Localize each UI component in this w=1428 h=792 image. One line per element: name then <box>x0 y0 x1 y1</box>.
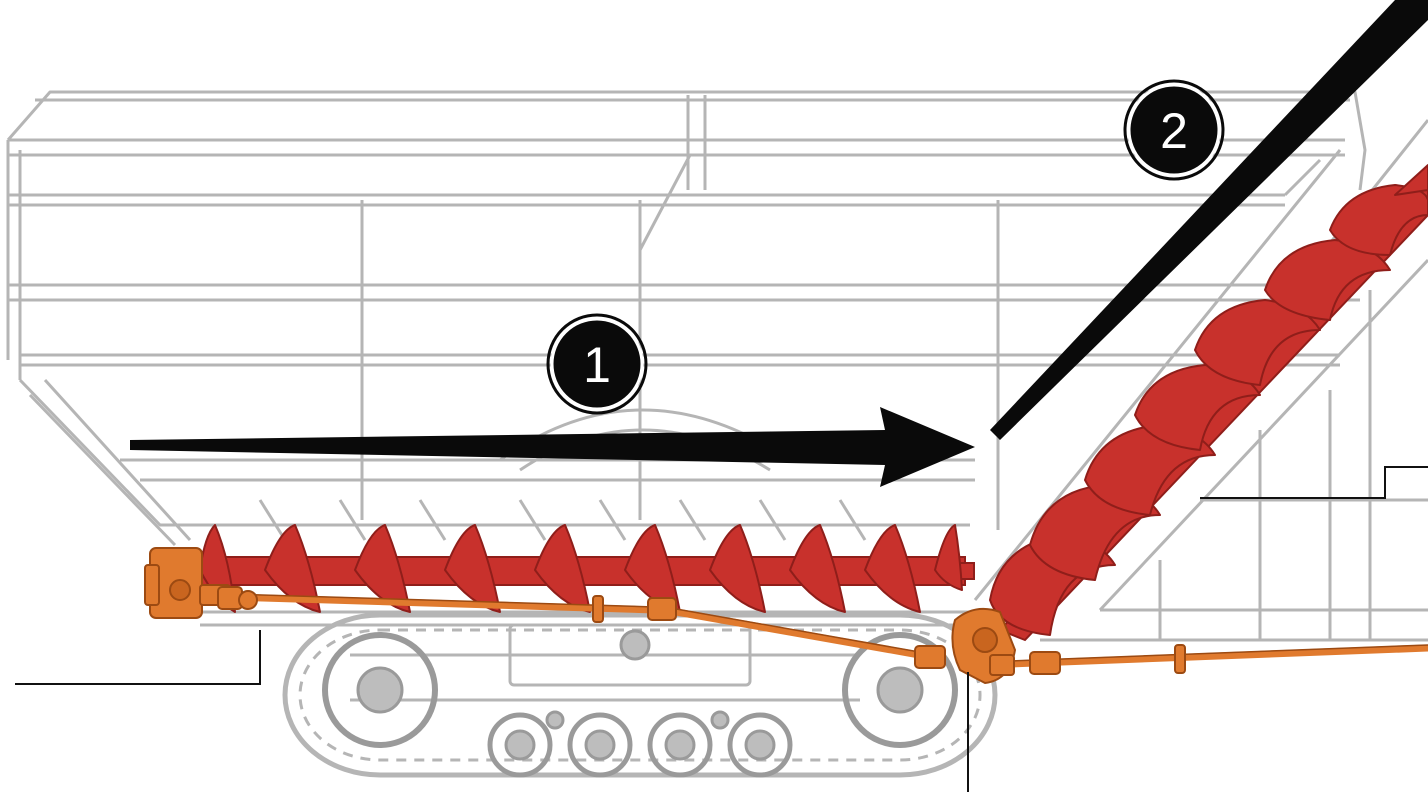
auger-flight <box>1264 239 1391 321</box>
callout-2-label: 2 <box>1160 103 1188 159</box>
drive-wheel-front <box>322 632 438 748</box>
bogie-wheel <box>487 712 553 778</box>
flow-arrows <box>130 0 1428 487</box>
bogie-wheel <box>647 712 713 778</box>
driveline <box>144 547 1428 685</box>
inclined-auger <box>989 164 1428 642</box>
leader-lines <box>15 466 1428 792</box>
u-joint <box>914 645 946 669</box>
incline-flow-arrow <box>990 0 1428 440</box>
leader-right-frame <box>1200 466 1428 499</box>
auger-flight <box>444 524 501 613</box>
callout-1-label: 1 <box>583 337 611 393</box>
auger-flight <box>709 524 766 613</box>
auger-flight <box>1194 299 1321 386</box>
callout-2: 2 <box>1123 79 1225 181</box>
track-wheels <box>322 629 958 778</box>
cart-frame <box>6 90 1428 642</box>
u-joint <box>647 597 677 621</box>
drive-shaft-mid <box>661 606 929 660</box>
drive-shaft-rear <box>1006 644 1428 668</box>
center-gearbox <box>951 607 1017 685</box>
u-joint <box>1029 651 1061 675</box>
auger-flight <box>1329 184 1428 256</box>
drive-shaft-front <box>226 593 659 614</box>
leader-front-gearbox <box>15 630 261 685</box>
bogie-wheel <box>727 712 793 778</box>
auger-flight <box>789 524 846 613</box>
bogie-wheel <box>567 712 633 778</box>
auger-flight <box>934 524 963 591</box>
callout-1: 1 <box>546 313 648 415</box>
u-joint <box>592 595 604 623</box>
horizontal-flow-arrow <box>130 407 975 487</box>
auger-flight <box>534 524 591 613</box>
u-joint <box>1174 644 1186 674</box>
horizontal-auger <box>199 524 975 613</box>
auger-flight <box>1134 364 1261 451</box>
drive-wheel-rear <box>842 632 958 748</box>
auger-flight <box>864 524 921 613</box>
